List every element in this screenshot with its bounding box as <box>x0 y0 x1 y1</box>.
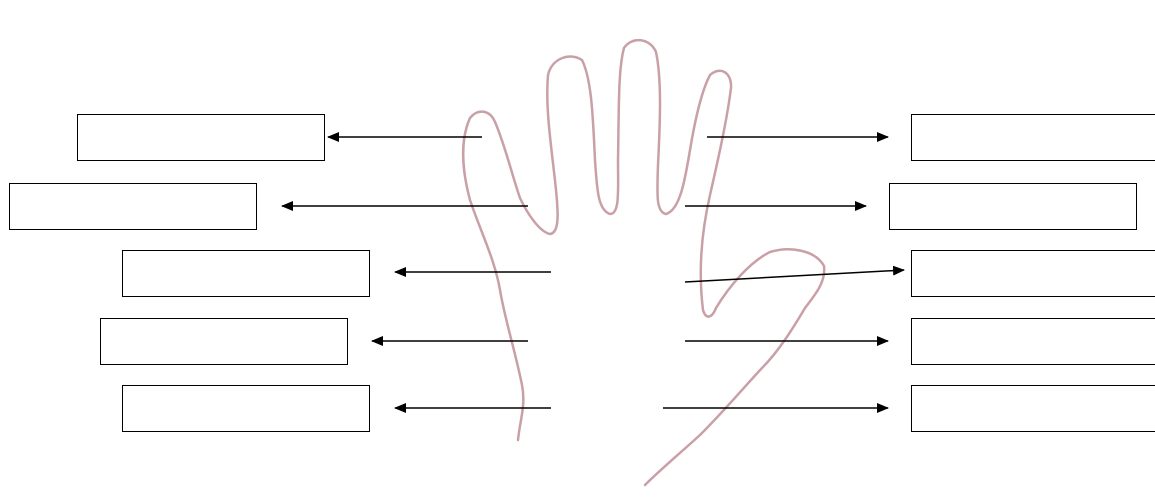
label-box-right-1[interactable] <box>911 114 1155 161</box>
label-box-left-1[interactable] <box>77 114 325 161</box>
arrow-right-3 <box>685 270 904 282</box>
label-box-left-3[interactable] <box>122 250 370 297</box>
label-box-right-5[interactable] <box>911 385 1155 432</box>
label-box-left-4[interactable] <box>100 318 348 365</box>
label-box-right-4[interactable] <box>911 318 1155 365</box>
label-box-left-5[interactable] <box>122 385 370 432</box>
hand-outline <box>463 40 824 485</box>
label-box-left-2[interactable] <box>9 183 257 230</box>
label-box-right-3[interactable] <box>911 250 1155 297</box>
label-box-right-2[interactable] <box>889 183 1137 230</box>
